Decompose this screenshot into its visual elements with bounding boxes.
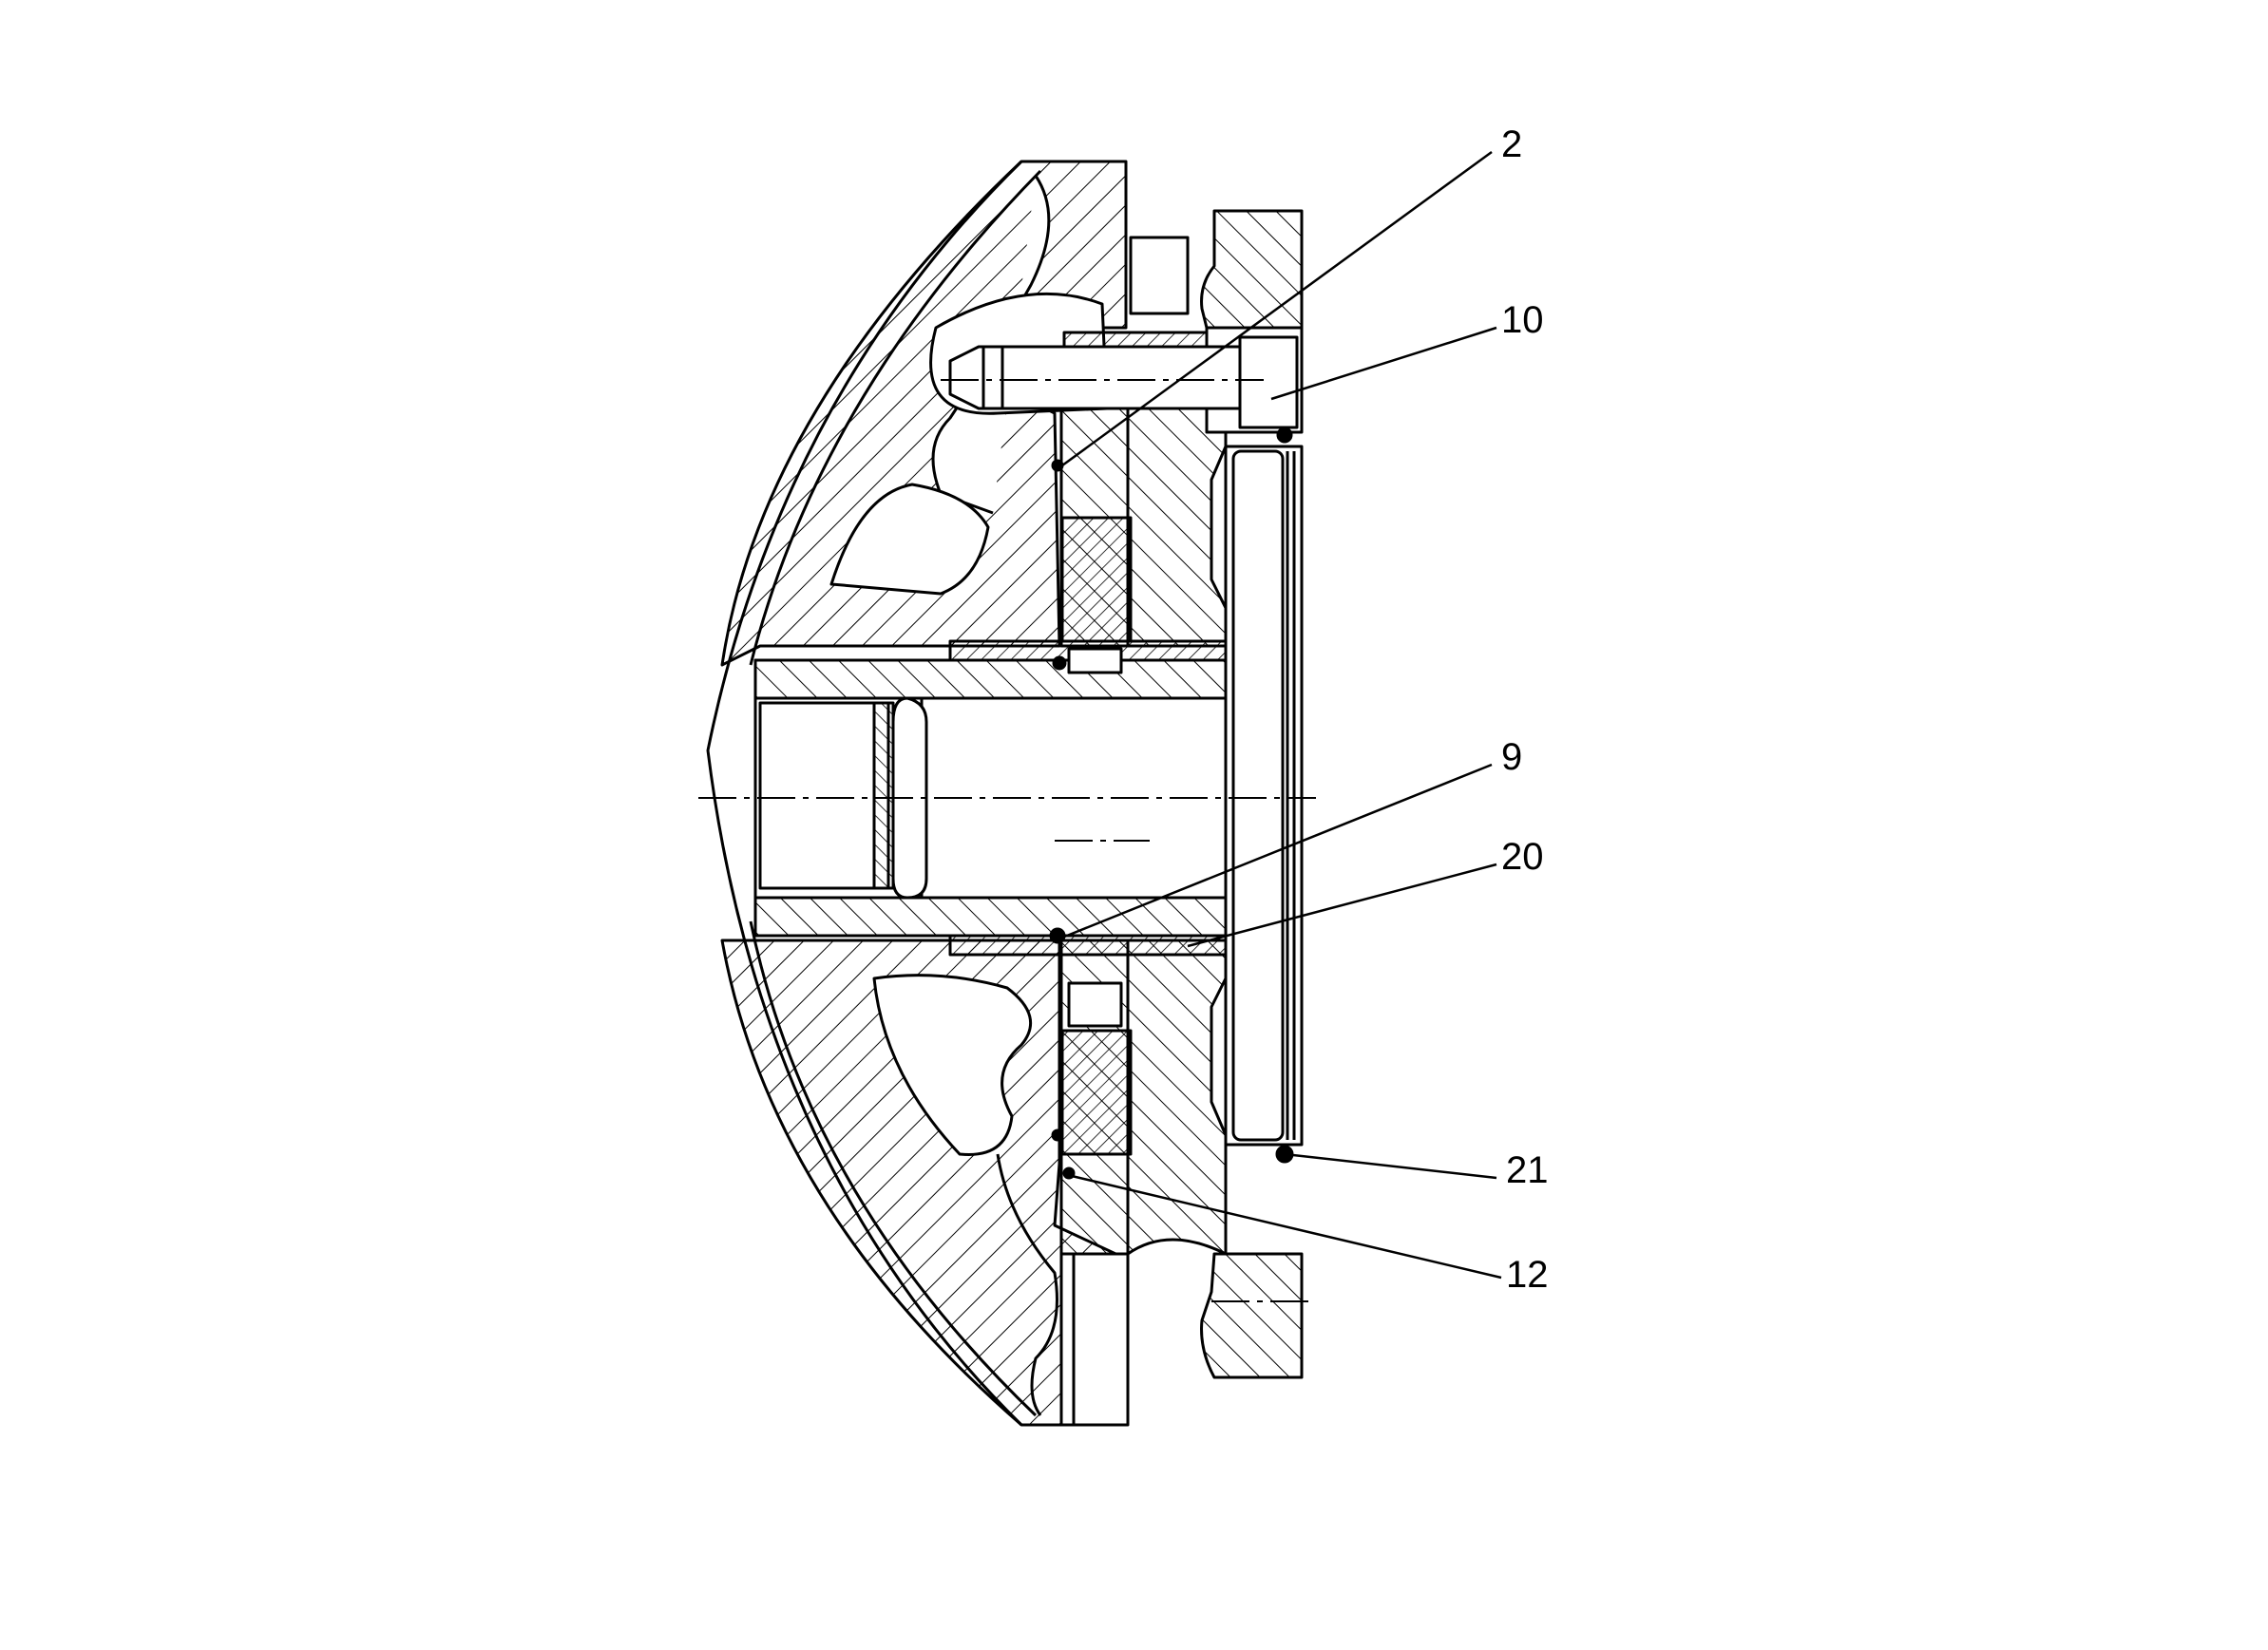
callout-10: 10	[1501, 299, 1544, 341]
callout-2: 2	[1501, 123, 1522, 165]
callout-9: 9	[1501, 736, 1522, 778]
pump-body	[1060, 407, 1228, 1256]
leader-lines	[1061, 150, 1502, 1280]
cap-screw	[948, 236, 1242, 410]
reference-numerals: 2 10 9 20 21 12	[1501, 123, 1549, 1296]
center-lines	[698, 379, 1316, 1302]
shaft	[753, 639, 1228, 1028]
callout-21: 21	[1506, 1149, 1549, 1191]
cover-flange	[1200, 209, 1304, 1379]
callout-12: 12	[1506, 1254, 1549, 1296]
callout-20: 20	[1501, 836, 1544, 878]
seal-recess	[1224, 445, 1304, 1147]
